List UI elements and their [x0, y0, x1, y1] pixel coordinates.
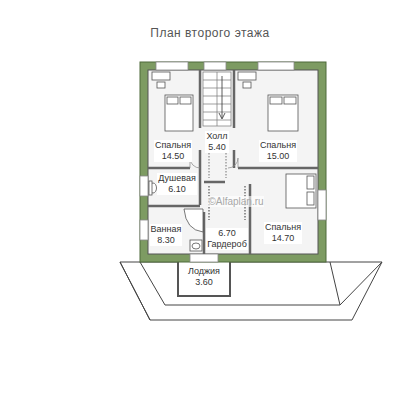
- room-label: Спальня15.00: [259, 140, 297, 162]
- floor: [148, 70, 318, 254]
- room-area: 14.70: [265, 233, 301, 244]
- room-label: Ванная8.30: [150, 224, 183, 246]
- room-label: Лоджия3.60: [187, 266, 221, 288]
- room-area: 14.50: [155, 151, 191, 162]
- room-area: 6.10: [158, 184, 196, 195]
- bedroom-room: Спальня14.70: [250, 168, 318, 254]
- room-name: Спальня: [265, 222, 301, 233]
- windows: [140, 62, 326, 262]
- stair: [203, 72, 231, 126]
- outer-wall: [140, 62, 326, 262]
- bedroom-room: Спальня15.00: [234, 70, 318, 168]
- room-name: 6.70: [207, 228, 247, 239]
- shower-room: Душевая6.10: [148, 168, 200, 206]
- room-name: Душевая: [158, 173, 196, 184]
- room-area: 5.40: [206, 142, 227, 153]
- door-swings: [190, 158, 238, 168]
- hall-room: Холл5.40: [200, 128, 234, 182]
- room-label: Холл5.40: [205, 131, 228, 153]
- room-area: 8.30: [151, 235, 182, 246]
- loggia: [178, 260, 230, 296]
- furniture: [149, 72, 316, 251]
- roof-outline: [120, 262, 382, 320]
- bathroom-room: Ванная8.30: [148, 206, 204, 254]
- wardrobe-rails: [209, 150, 245, 220]
- interior-walls: [148, 70, 318, 254]
- room-name: Ванная: [151, 224, 182, 235]
- room-name: Лоджия: [188, 266, 220, 277]
- room-area: 3.60: [188, 277, 220, 288]
- plan-title: План второго этажа: [150, 26, 269, 40]
- room-area: Гардероб: [207, 239, 247, 250]
- wardrobe-room: 6.70Гардероб: [204, 182, 250, 254]
- room-name: Спальня: [155, 140, 191, 151]
- room-name: Холл: [206, 131, 227, 142]
- room-label: Душевая6.10: [157, 173, 197, 195]
- bedroom-room: Спальня14.50: [148, 70, 200, 168]
- room-area: 15.00: [260, 151, 296, 162]
- room-label: Спальня14.50: [154, 140, 192, 162]
- watermark: ©Alfaplan.ru: [208, 196, 263, 207]
- loggia-room: Лоджия3.60: [178, 260, 230, 296]
- room-label: Спальня14.70: [264, 222, 302, 244]
- room-label: 6.70Гардероб: [206, 228, 248, 250]
- room-name: Спальня: [260, 140, 296, 151]
